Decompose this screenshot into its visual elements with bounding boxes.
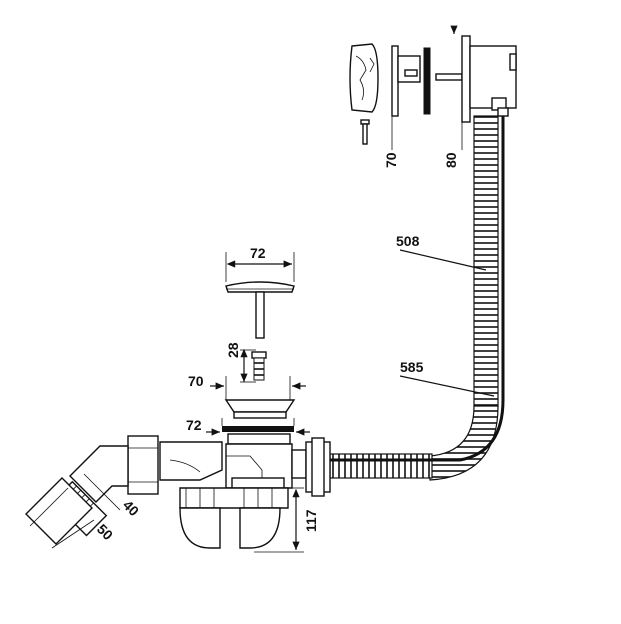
strainer-diameter-label: 70 <box>188 373 204 389</box>
trap-height-label: 117 <box>303 509 319 532</box>
outlet-connector: 40 50 <box>25 435 159 549</box>
outlet-inner-diameter-label: 40 <box>120 497 142 519</box>
plug-stem <box>255 291 265 339</box>
plug-stem-length-label: 28 <box>225 342 241 358</box>
overflow-body <box>461 35 471 123</box>
plug-head: 72 <box>225 245 295 339</box>
overflow-assembly: 70 80 <box>349 25 517 168</box>
strainer: 70 <box>188 373 306 419</box>
overflow-cap <box>349 43 379 113</box>
overflow-hose <box>259 115 505 481</box>
trap-height-dimension: 117 <box>254 487 319 553</box>
plug-diameter-label: 72 <box>250 245 266 261</box>
bottle-trap <box>159 441 289 549</box>
overflow-body-depth-label: 80 <box>443 152 459 168</box>
hose-length-inner-label: 585 <box>400 359 424 375</box>
overflow-gasket <box>423 47 431 115</box>
overflow-screw <box>360 119 370 145</box>
waste-body: 72 <box>186 417 331 497</box>
overflow-flange <box>391 45 399 117</box>
plug-insert: 28 <box>225 342 267 383</box>
waste-outlet-diameter-label: 72 <box>186 417 202 433</box>
hose-length-outer-label: 508 <box>396 233 420 249</box>
overflow-cover-depth-label: 70 <box>383 152 399 168</box>
